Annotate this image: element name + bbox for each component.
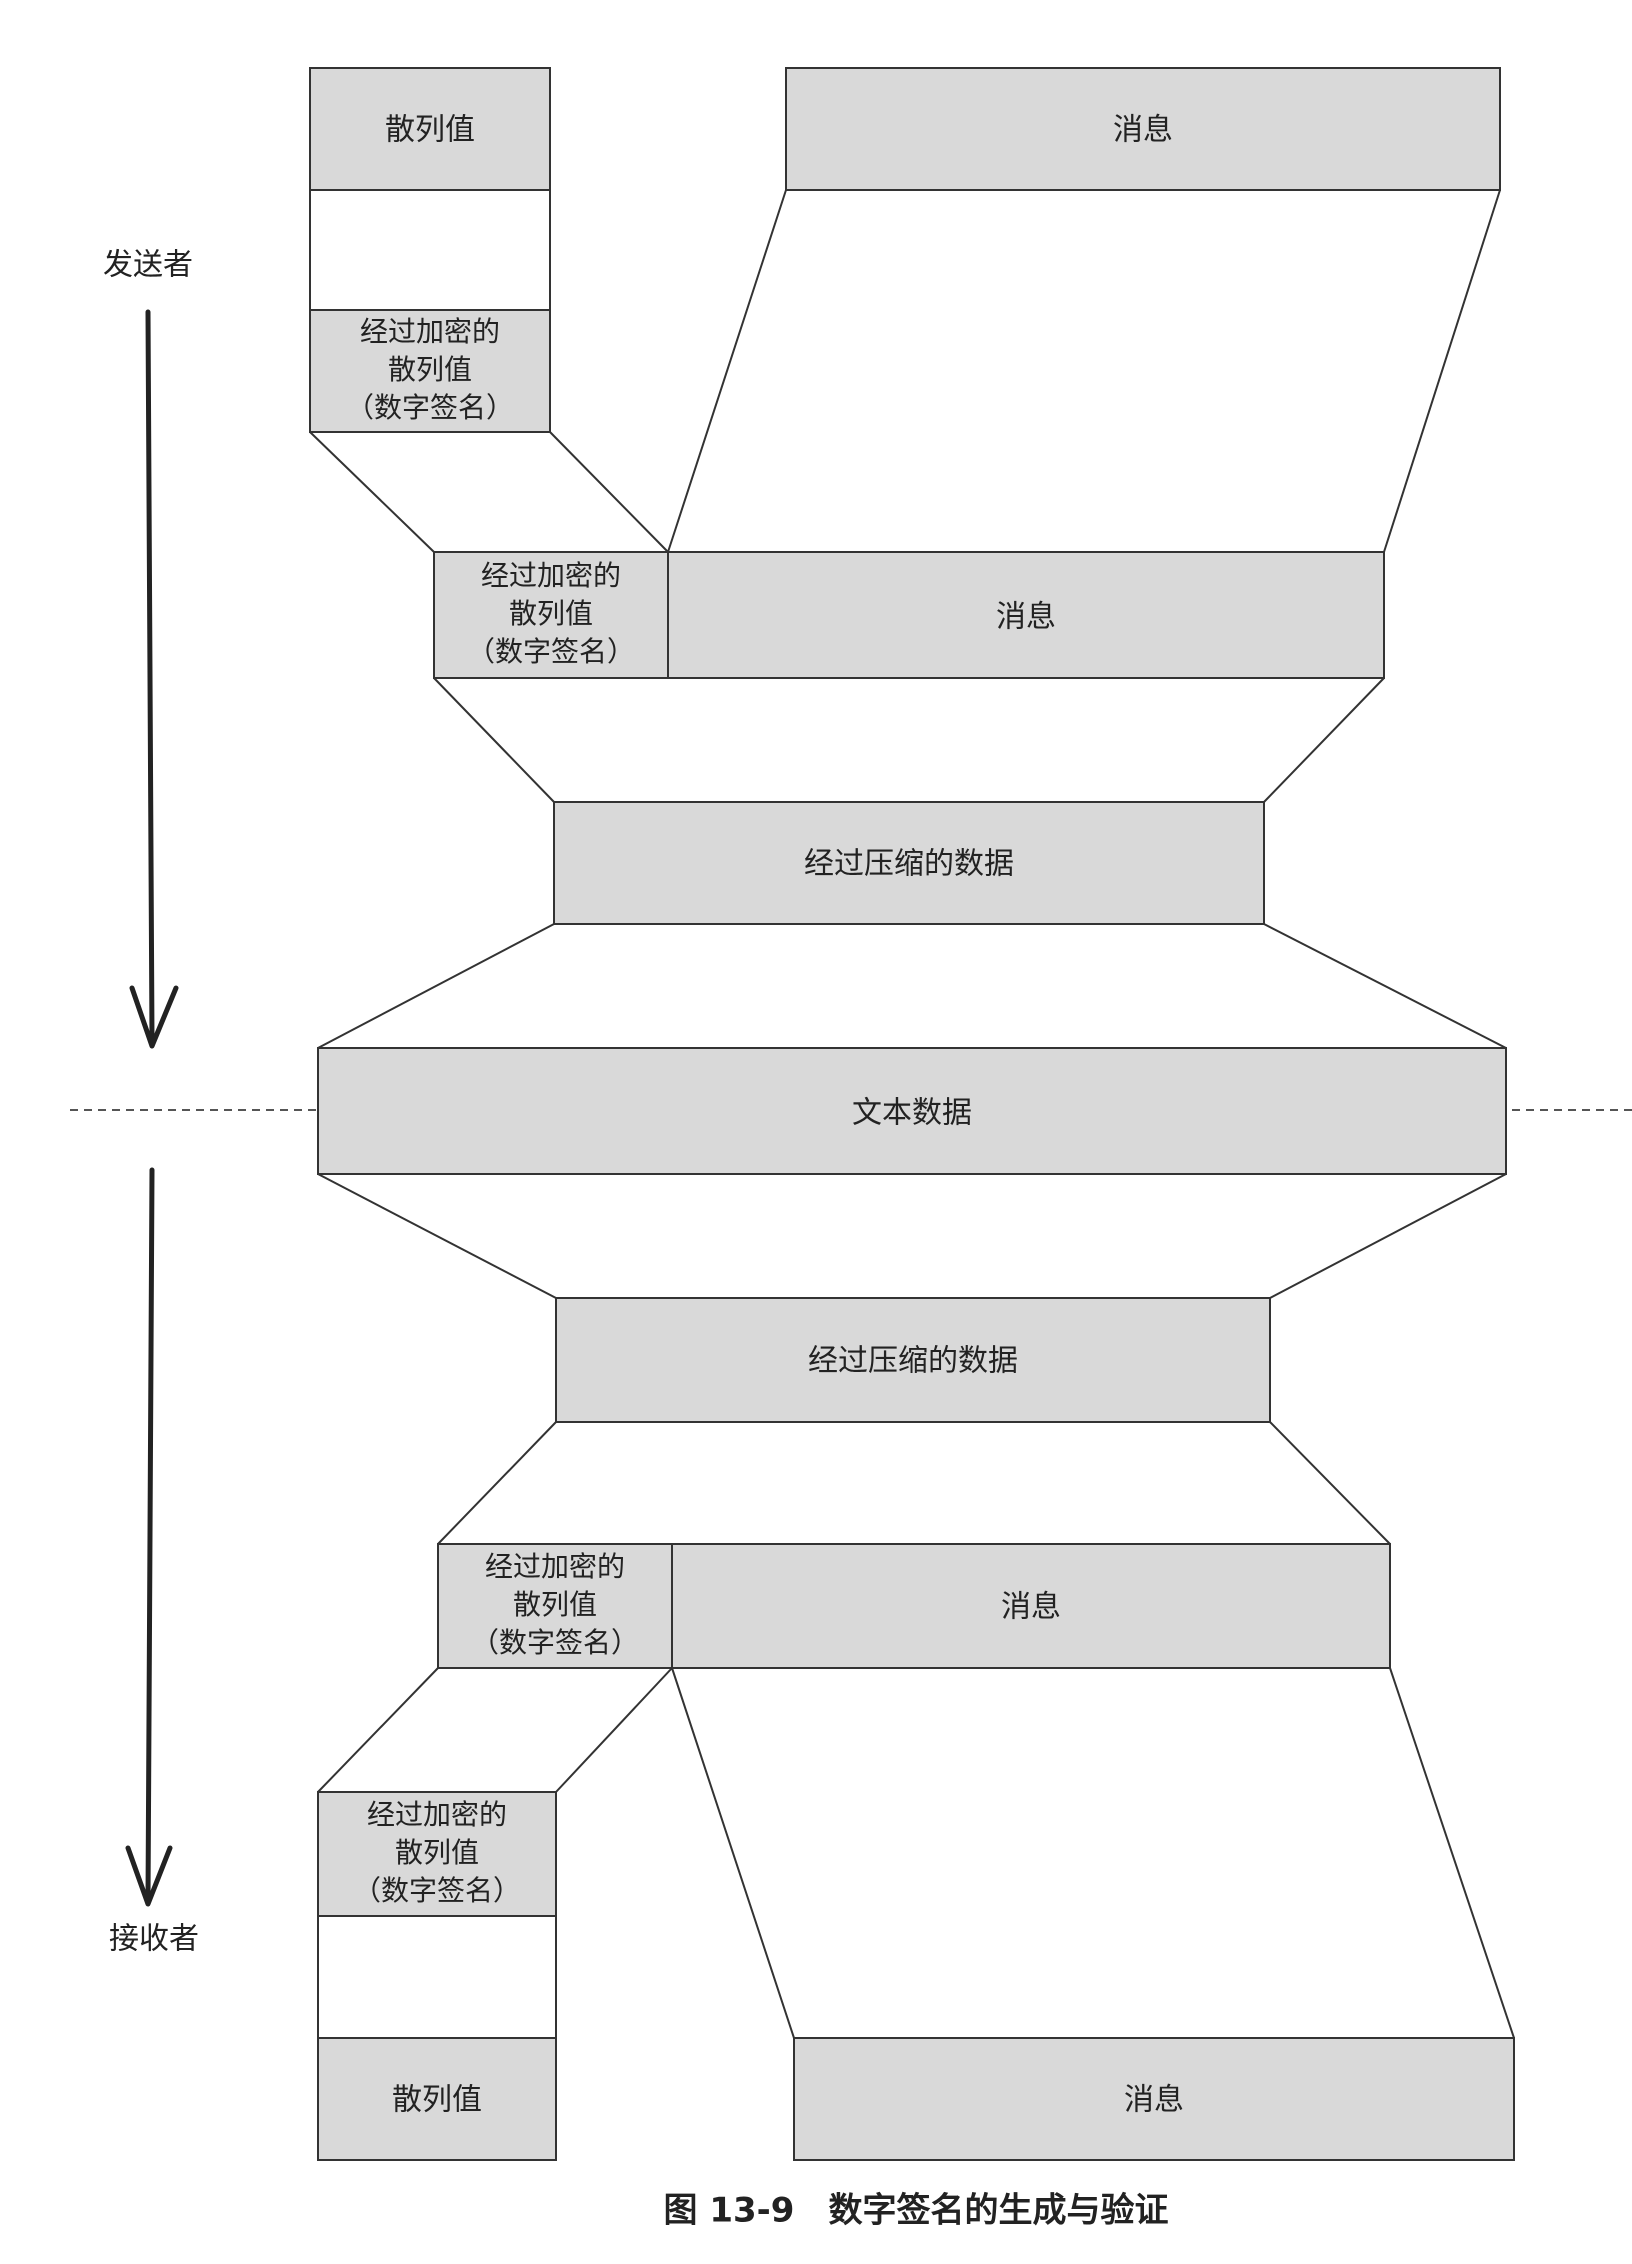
down-arrow-receiver-icon (125, 1167, 173, 1907)
figure-caption: 图 13-9 数字签名的生成与验证 (664, 2191, 1169, 2231)
text-data-box (317, 1047, 1507, 1175)
receiver-encrypted-hash-box (317, 1791, 557, 1917)
connector-text-to-lower-compressed-right (1269, 1173, 1507, 1299)
connector-lower-combined-to-bottom-message-left (671, 1667, 795, 2039)
sender-blank-box (309, 189, 551, 311)
lower-combined-hash-line3: （数字签名） (471, 1626, 639, 1659)
upper-combined-message-label: 消息 (996, 600, 1056, 635)
sender-encrypted-hash-line1: 经过加密的 (360, 315, 500, 348)
receiver-message-label: 消息 (1124, 2083, 1184, 2118)
upper-combined-hash-line1: 经过加密的 (481, 559, 621, 592)
upper-combined-hash-box (433, 551, 669, 679)
receiver-label: 接收者 (109, 1922, 199, 1957)
receiver-hash-box (317, 2037, 557, 2161)
receiver-encrypted-hash-line2: 散列值 (395, 1836, 479, 1869)
lower-compressed-label: 经过压缩的数据 (808, 1344, 1018, 1379)
receiver-blank-box (317, 1915, 557, 2039)
sender-label: 发送者 (103, 248, 193, 283)
lower-combined-message-box (671, 1543, 1391, 1669)
receiver-hash-label: 散列值 (392, 2083, 482, 2118)
connector-message-to-combined-right (1383, 189, 1501, 553)
connector-lower-compressed-to-combined-left (437, 1421, 557, 1545)
connector-lower-combined-to-bottom-message-right (1389, 1667, 1515, 2039)
lower-combined-hash-line2: 散列值 (513, 1588, 597, 1621)
connector-combined-to-compressed-left (433, 677, 555, 803)
sender-hash-label: 散列值 (385, 113, 475, 148)
sender-encrypted-hash-line3: （数字签名） (346, 391, 514, 424)
upper-compressed-box (553, 801, 1265, 925)
connector-combined-to-compressed-right (1263, 677, 1385, 803)
sender-encrypted-hash-box (309, 309, 551, 433)
upper-combined-message-box (667, 551, 1385, 679)
lower-combined-hash-line1: 经过加密的 (485, 1550, 625, 1583)
upper-compressed-label: 经过压缩的数据 (804, 847, 1014, 882)
sender-message-box (785, 67, 1501, 191)
connector-text-to-lower-compressed-left (317, 1173, 557, 1299)
upper-combined-hash-line3: （数字签名） (467, 635, 635, 668)
sender-message-label: 消息 (1113, 113, 1173, 148)
receiver-message-box (793, 2037, 1515, 2161)
connector-hash-to-combined (309, 431, 435, 553)
receiver-encrypted-hash-line1: 经过加密的 (367, 1798, 507, 1831)
receiver-encrypted-hash-line3: （数字签名） (353, 1874, 521, 1907)
connector-compressed-to-text-left (317, 923, 555, 1049)
connector-compressed-to-text-right (1263, 923, 1507, 1049)
connector-lower-combined-to-bottom-hash-right (555, 1667, 673, 1793)
connector-lower-combined-to-bottom-hash-left (317, 1667, 439, 1793)
connector-hash-to-combined-right (549, 431, 669, 553)
upper-combined-hash-line2: 散列值 (509, 597, 593, 630)
lower-combined-message-label: 消息 (1001, 1590, 1061, 1625)
text-data-label: 文本数据 (852, 1096, 972, 1131)
down-arrow-sender-icon (129, 309, 179, 1049)
sender-encrypted-hash-line2: 散列值 (388, 353, 472, 386)
lower-combined-hash-box (437, 1543, 673, 1669)
lower-compressed-box (555, 1297, 1271, 1423)
sender-hash-box (309, 67, 551, 191)
connector-lower-compressed-to-combined-right (1269, 1421, 1391, 1545)
connector-message-to-combined-left (667, 189, 787, 553)
